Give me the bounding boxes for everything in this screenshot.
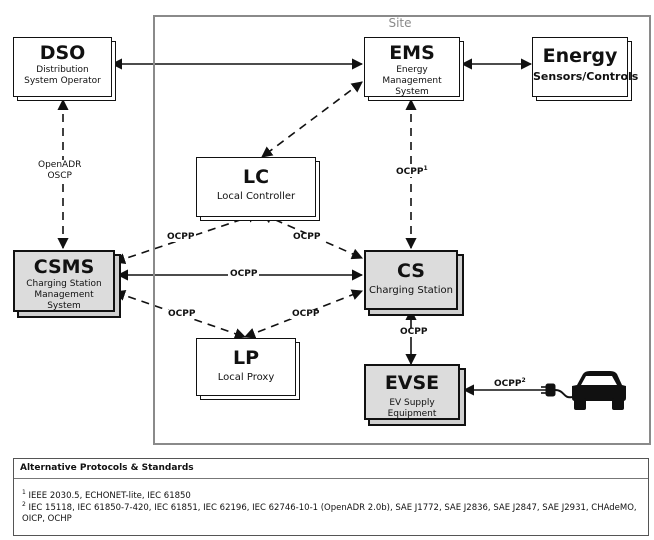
ems-title: EMS bbox=[389, 42, 435, 64]
dso-csms-label-line2: OSCP bbox=[47, 171, 72, 182]
csms-subtitle: Charging Station Management System bbox=[26, 279, 102, 311]
ems-subtitle: Energy Management System bbox=[382, 65, 442, 97]
dso-csms-label: OpenADR OSCP bbox=[36, 160, 84, 183]
csms-title: CSMS bbox=[33, 256, 95, 278]
footnote-1: 1 IEEE 2030.5, ECHONET-lite, IEC 61850 bbox=[22, 489, 642, 502]
footnote-title: Alternative Protocols & Standards bbox=[14, 459, 648, 479]
csms-lc-label: OCPP bbox=[165, 232, 197, 242]
footnote-1-text: IEEE 2030.5, ECHONET-lite, IEC 61850 bbox=[28, 490, 191, 501]
footnote-2-marker: 2 bbox=[22, 501, 26, 508]
cs-title: CS bbox=[397, 260, 425, 282]
dso-subtitle: Distribution System Operator bbox=[24, 65, 101, 86]
csms-lp-label: OCPP bbox=[166, 309, 198, 319]
lc-subtitle: Local Controller bbox=[216, 191, 296, 202]
edge-csms-lp bbox=[113, 290, 247, 339]
lc-title: LC bbox=[242, 166, 270, 188]
ems-cs-label-text: OCPP bbox=[396, 167, 424, 177]
lc-node: LC Local Controller bbox=[196, 157, 316, 217]
evse-subtitle: EV Supply Equipment bbox=[387, 398, 437, 419]
lp-subtitle: Local Proxy bbox=[217, 372, 275, 383]
edge-ems-lc bbox=[261, 81, 363, 158]
energy-subtitle: Sensors/Controls bbox=[533, 70, 639, 83]
lc-cs-label: OCPP bbox=[291, 232, 323, 242]
evse-ev-footnote-marker: 2 bbox=[521, 377, 526, 384]
csms-cs-label: OCPP bbox=[228, 269, 260, 279]
car-icon bbox=[572, 371, 626, 410]
footnote-2-text-line2: OICP, OCHP bbox=[22, 514, 72, 525]
site-label: Site bbox=[388, 16, 412, 30]
footnote-2: 2 IEC 15118, IEC 61850-7-420, IEC 61851,… bbox=[22, 501, 642, 526]
ems-cs-label: OCPP1 bbox=[394, 166, 430, 177]
energy-node: Energy Sensors/Controls bbox=[532, 37, 639, 97]
csms-node: CSMS Charging Station Management System bbox=[13, 250, 115, 312]
ems-node: EMS Energy Management System bbox=[364, 37, 460, 97]
energy-title: Energy bbox=[542, 45, 618, 67]
evse-ev-label: OCPP2 bbox=[492, 378, 528, 389]
footnote-1-marker: 1 bbox=[22, 489, 26, 496]
edge-lc-cs bbox=[260, 212, 364, 260]
dso-title: DSO bbox=[39, 42, 86, 64]
evse-title: EVSE bbox=[384, 372, 440, 394]
plug-icon bbox=[541, 383, 573, 399]
lp-node: LP Local Proxy bbox=[196, 338, 296, 396]
dso-csms-label-line1: OpenADR bbox=[38, 160, 82, 170]
dso-node: DSO Distribution System Operator bbox=[13, 37, 112, 97]
lp-title: LP bbox=[232, 347, 260, 369]
evse-ev-label-text: OCPP bbox=[494, 379, 522, 389]
evse-node: EVSE EV Supply Equipment bbox=[364, 364, 460, 420]
footnote-2-text-line1: IEC 15118, IEC 61850-7-420, IEC 61851, I… bbox=[28, 502, 637, 513]
lp-cs-label: OCPP bbox=[290, 309, 322, 319]
cs-node: CS Charging Station bbox=[364, 250, 458, 310]
ems-cs-footnote-marker: 1 bbox=[423, 165, 428, 172]
site-boundary bbox=[153, 15, 651, 445]
cs-subtitle: Charging Station bbox=[369, 285, 453, 296]
footnote-box: Alternative Protocols & Standards 1 IEEE… bbox=[13, 458, 649, 536]
cs-evse-label: OCPP bbox=[398, 327, 430, 337]
